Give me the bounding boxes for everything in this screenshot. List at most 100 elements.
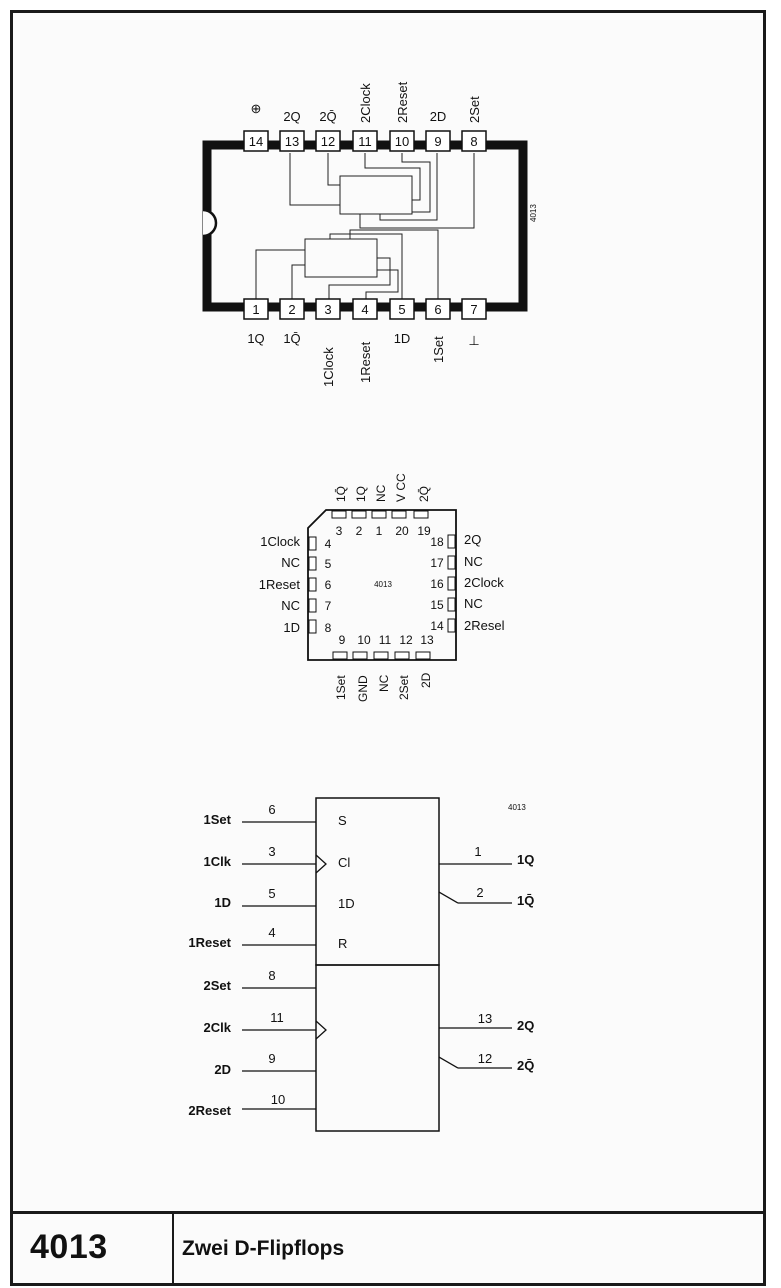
plcc-pin-6: 6 1Reset (259, 577, 332, 592)
svg-text:4: 4 (361, 302, 368, 317)
svg-text:1Set: 1Set (334, 675, 348, 700)
svg-text:2Set: 2Set (467, 96, 482, 123)
dip-pin-3: 3 1Clock (315, 298, 341, 387)
svg-text:2Q̄: 2Q̄ (517, 1058, 534, 1073)
dip-pin-4: 4 1Reset (352, 298, 378, 383)
input-1clk: 1Clk 3 Cl (204, 844, 350, 874)
svg-text:18: 18 (430, 535, 444, 549)
svg-text:NC: NC (464, 554, 483, 569)
svg-text:13: 13 (478, 1011, 492, 1026)
dip-pin-10: 10 2Reset (389, 81, 415, 152)
svg-text:Cl: Cl (338, 855, 350, 870)
plcc-pin-12: 12 2Set (394, 633, 413, 700)
plcc-body (307, 509, 457, 661)
svg-text:2Q: 2Q (283, 109, 300, 124)
svg-text:15: 15 (430, 598, 444, 612)
svg-text:3: 3 (336, 524, 343, 538)
dip-body (202, 140, 528, 312)
svg-text:1D: 1D (338, 896, 355, 911)
svg-text:1Q̄: 1Q̄ (517, 893, 534, 908)
plcc-pin-17: 17 NC (430, 554, 482, 570)
svg-text:1Q: 1Q (517, 852, 534, 867)
plcc-pin-15: 15 NC (430, 596, 482, 612)
svg-text:3: 3 (268, 844, 275, 859)
inversion-marker-icon (438, 891, 459, 904)
svg-text:2Q: 2Q (464, 532, 481, 547)
svg-text:1Reset: 1Reset (358, 341, 373, 383)
inversion-marker-icon (438, 1056, 459, 1069)
clock-edge-icon (315, 1020, 327, 1040)
svg-text:NC: NC (377, 674, 391, 692)
svg-text:2Q̄: 2Q̄ (319, 109, 336, 124)
plcc-pin-13: 13 2D (415, 633, 434, 688)
dip-pin-7: 7 ⊥ (461, 298, 487, 348)
input-2clk: 2Clk 11 (204, 1010, 327, 1040)
svg-text:1Reset: 1Reset (259, 577, 301, 592)
svg-text:2Clk: 2Clk (204, 1020, 232, 1035)
svg-text:1: 1 (474, 844, 481, 859)
input-2reset: 2Reset 10 (188, 1092, 316, 1118)
plcc-pin-11: 11 NC (373, 633, 392, 692)
svg-text:2Resel: 2Resel (464, 618, 505, 633)
svg-text:6: 6 (434, 302, 441, 317)
svg-text:4: 4 (268, 925, 275, 940)
svg-text:2: 2 (476, 885, 483, 900)
dip-flipflop-2 (339, 175, 413, 215)
input-1reset: 1Reset 4 R (188, 925, 347, 951)
dip-pin-8: 8 2Set (461, 96, 487, 152)
plcc-pin-7: 7 NC (281, 598, 331, 613)
svg-text:2D: 2D (430, 109, 447, 124)
footer-bar (10, 1211, 766, 1286)
svg-text:12: 12 (478, 1051, 492, 1066)
svg-text:16: 16 (430, 577, 444, 591)
plcc-left-pins: 4 1Clock 5 NC 6 1Reset 7 NC 8 1D (259, 534, 332, 635)
svg-text:2D: 2D (419, 672, 433, 688)
svg-text:V CC: V CC (394, 473, 408, 502)
svg-text:10: 10 (395, 134, 409, 149)
svg-text:1Q: 1Q (354, 486, 368, 502)
plcc-pin-9: 9 1Set (332, 633, 348, 700)
svg-text:1: 1 (252, 302, 259, 317)
svg-text:1D: 1D (283, 620, 300, 635)
svg-text:1Q̄: 1Q̄ (334, 486, 348, 502)
input-1d: 1D 5 1D (214, 886, 354, 911)
output-1q-inverted: 2 1Q̄ (438, 885, 534, 908)
dip-top-pins: 14 ⊕ 13 2Q 12 2Q̄ 11 2Clock 10 2Rese (243, 81, 487, 152)
datasheet-frame (10, 10, 766, 1286)
plcc-pin-20: 20 V CC (391, 473, 409, 538)
svg-text:1Clk: 1Clk (204, 854, 232, 869)
svg-text:7: 7 (470, 302, 477, 317)
output-2q-inverted: 12 2Q̄ (438, 1051, 534, 1073)
svg-text:R: R (338, 936, 347, 951)
svg-text:12: 12 (399, 633, 413, 647)
svg-text:5: 5 (398, 302, 405, 317)
svg-text:14: 14 (249, 134, 263, 149)
svg-text:1Clock: 1Clock (260, 534, 300, 549)
svg-text:8: 8 (268, 968, 275, 983)
svg-text:11: 11 (358, 134, 372, 149)
dip-pin-1: 1 1Q (243, 298, 269, 346)
plcc-bottom-pins: 9 1Set 10 GND 11 NC 12 2Set 13 2D (332, 633, 434, 702)
svg-text:GND: GND (356, 675, 370, 702)
svg-text:2Clock: 2Clock (464, 575, 504, 590)
plcc-pin-19: 19 2Q̄ (413, 486, 431, 538)
plcc-pin-8: 8 1D (283, 619, 332, 635)
chip-title: Zwei D-Flipflops (182, 1237, 345, 1260)
dip-internal-logic (255, 153, 475, 299)
svg-text:8: 8 (470, 134, 477, 149)
input-2set: 2Set 8 (204, 968, 316, 993)
svg-text:9: 9 (268, 1051, 275, 1066)
dip-package: 4013 14 ⊕ 13 2Q (202, 81, 538, 387)
svg-text:1Reset: 1Reset (188, 935, 231, 950)
svg-text:12: 12 (321, 134, 335, 149)
flipflop-2-box (315, 964, 440, 1132)
chip-number: 4013 (30, 1228, 108, 1266)
dip-pin-6: 6 1Set (425, 298, 451, 363)
svg-text:4: 4 (325, 537, 332, 551)
svg-text:2Reset: 2Reset (188, 1103, 231, 1118)
svg-text:10: 10 (271, 1092, 285, 1107)
dip-notch (202, 208, 218, 238)
svg-text:1D: 1D (394, 331, 411, 346)
logic-chip-label: 4013 (508, 803, 526, 812)
output-1q: 1 1Q (439, 844, 534, 867)
